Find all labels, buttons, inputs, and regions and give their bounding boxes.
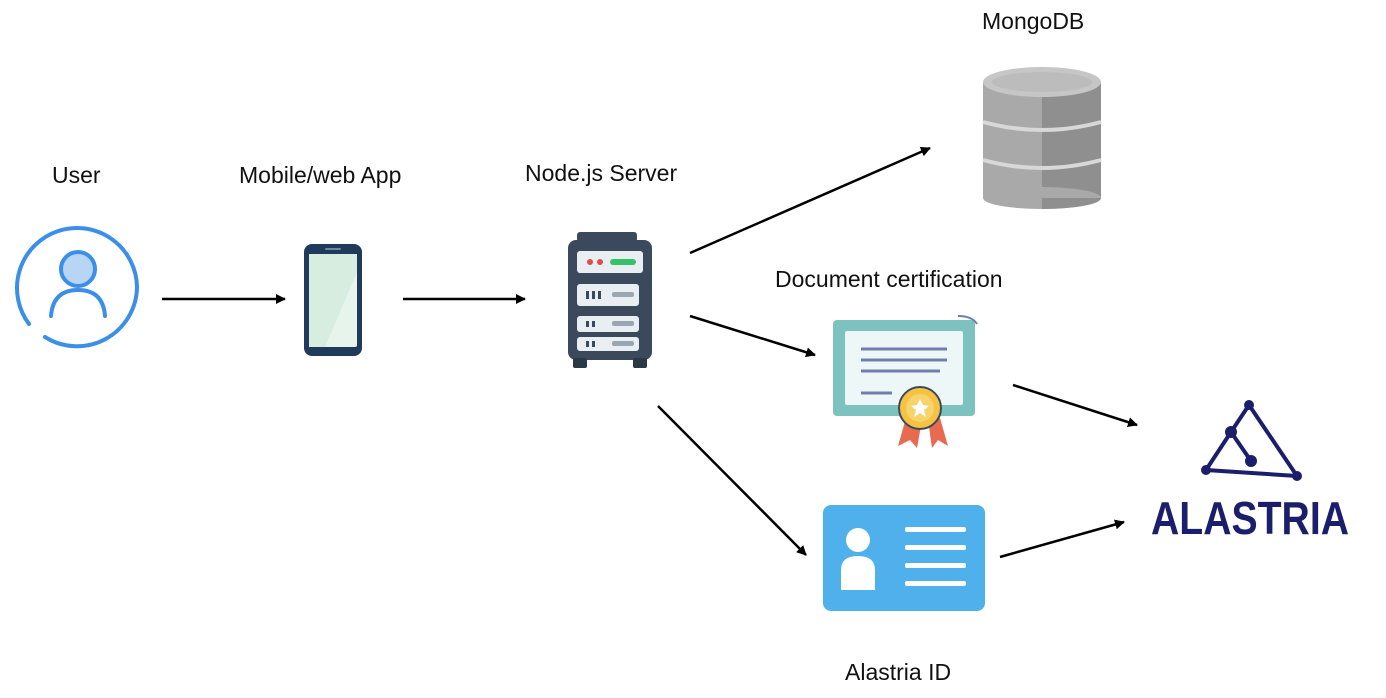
user-avatar-icon <box>15 226 139 349</box>
alastria-network-logo: ALASTRIA <box>1151 400 1349 544</box>
alastria-id-label: Alastria ID <box>845 659 952 685</box>
arrow-server-to-certification <box>689 314 816 358</box>
arrow-server-to-mongodb <box>689 146 931 255</box>
certificate-icon <box>833 315 978 448</box>
arrow-alastria-id-to-alastria <box>999 519 1125 559</box>
server-rack-icon <box>568 232 652 368</box>
user-label: User <box>52 162 101 188</box>
id-card-icon <box>823 505 985 611</box>
arrow-certification-to-alastria <box>1012 383 1138 427</box>
server-label: Node.js Server <box>525 160 678 186</box>
app-label: Mobile/web App <box>239 162 402 188</box>
certification-label: Document certification <box>775 266 1003 292</box>
arrows <box>162 146 1138 559</box>
mongodb-label: MongoDB <box>982 8 1085 34</box>
arrow-server-to-alastria-id <box>657 405 807 556</box>
database-icon <box>982 67 1102 209</box>
smartphone-icon <box>304 244 362 356</box>
alastria-wordmark: ALASTRIA <box>1151 492 1349 544</box>
